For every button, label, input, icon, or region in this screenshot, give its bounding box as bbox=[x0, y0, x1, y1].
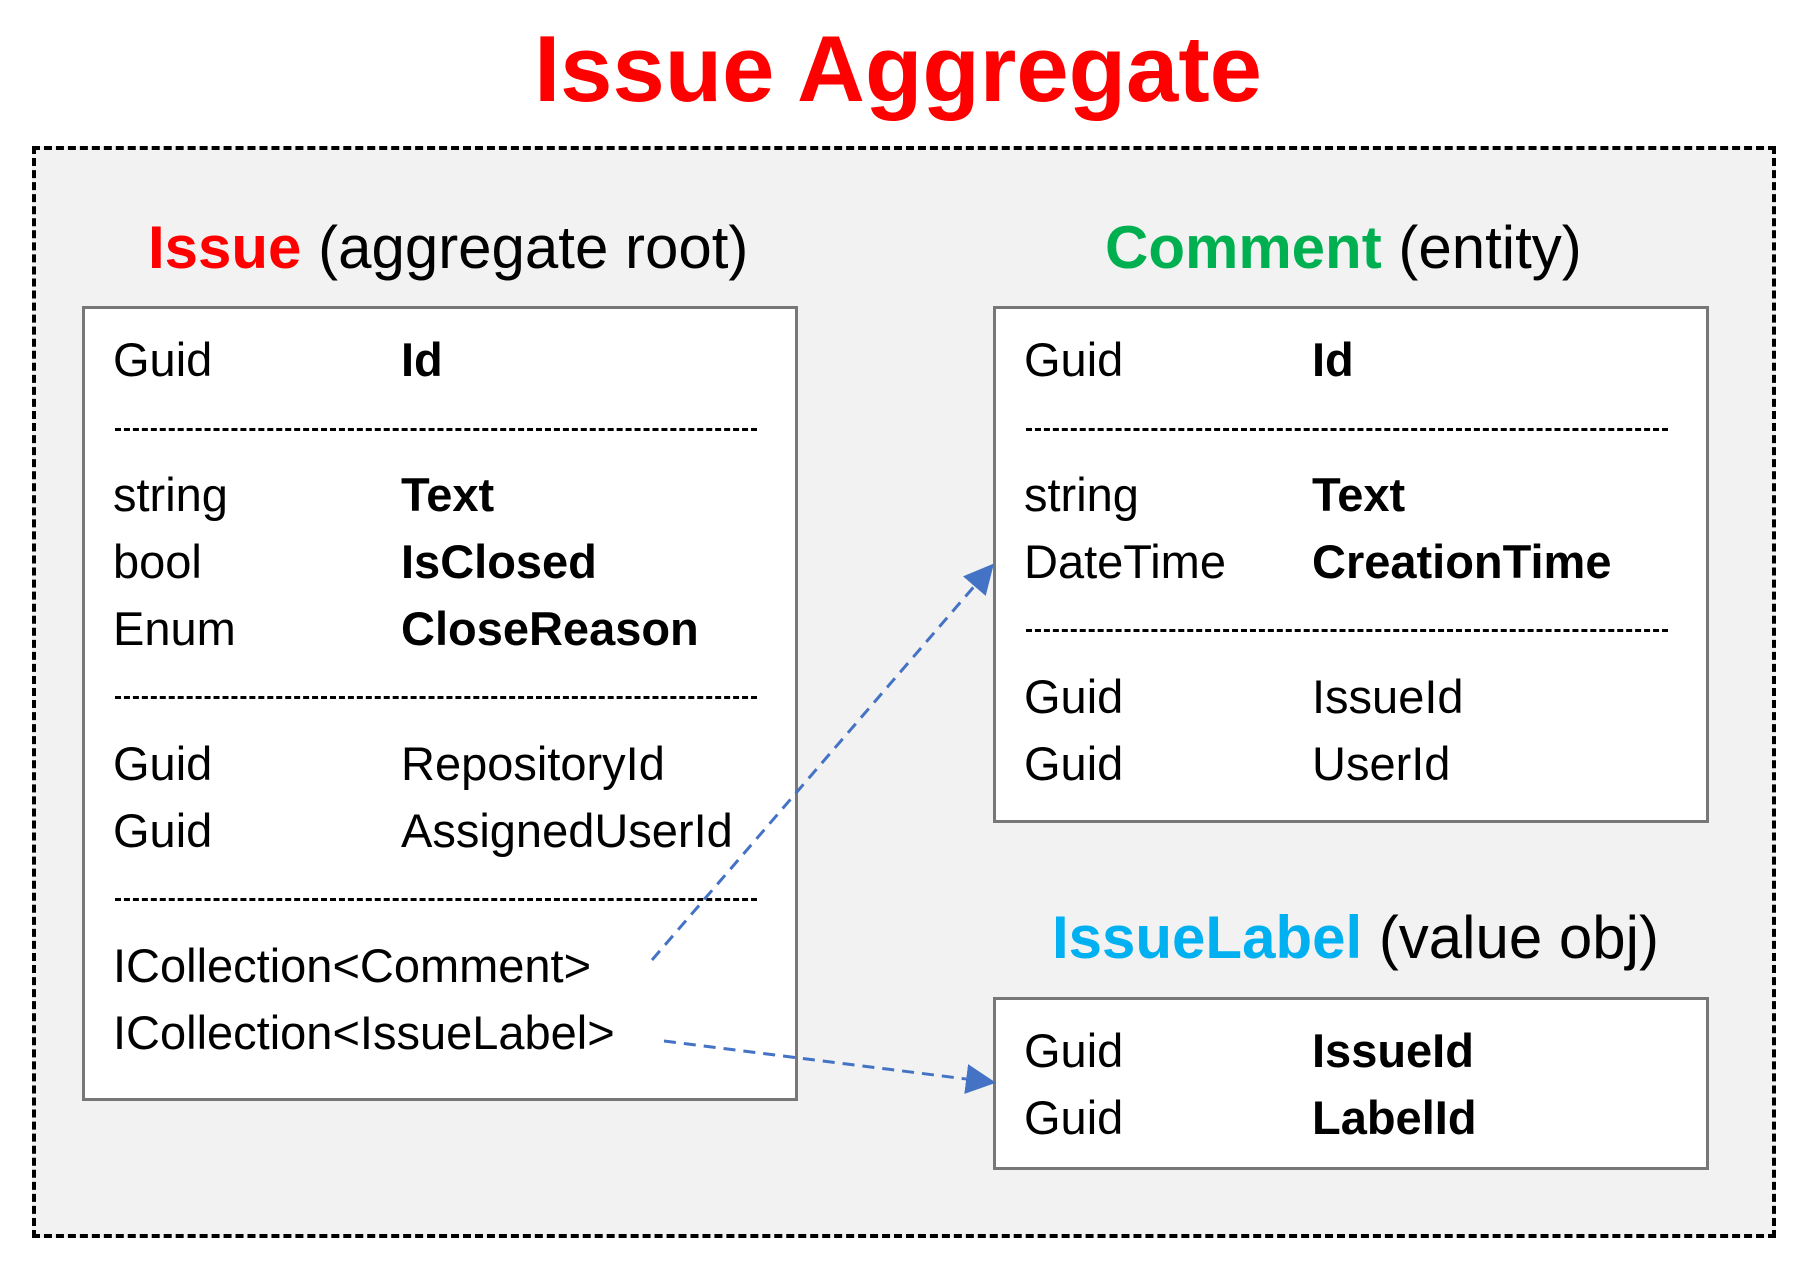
field-name: IsClosed bbox=[401, 535, 597, 588]
label-box: Guid IssueId Guid LabelId bbox=[993, 997, 1709, 1170]
label-field-row: Guid IssueId bbox=[996, 1021, 1706, 1081]
separator bbox=[1026, 428, 1668, 431]
field-type: DateTime bbox=[1024, 535, 1226, 588]
arrow-issue-to-comment bbox=[650, 563, 994, 961]
field-type: Guid bbox=[1024, 670, 1124, 723]
issue-ref-row: Guid RepositoryId bbox=[85, 734, 795, 794]
issue-collection-row: ICollection<IssueLabel> bbox=[85, 1003, 795, 1063]
field-name: Text bbox=[401, 468, 495, 521]
field-type: Guid bbox=[113, 804, 213, 857]
issue-field-row: Enum CloseReason bbox=[85, 599, 795, 659]
field-type: Guid bbox=[1024, 1024, 1124, 1077]
field-name: AssignedUserId bbox=[401, 804, 733, 857]
comment-field-row: DateTime CreationTime bbox=[996, 532, 1706, 592]
field-type: Guid bbox=[113, 333, 213, 386]
field-name: RepositoryId bbox=[401, 737, 665, 790]
comment-field-row: string Text bbox=[996, 465, 1706, 525]
field-type: Guid bbox=[1024, 737, 1124, 790]
collection-labels: ICollection<IssueLabel> bbox=[113, 1006, 615, 1059]
field-type: bool bbox=[113, 535, 202, 588]
label-field-row: Guid LabelId bbox=[996, 1088, 1706, 1148]
page-title: Issue Aggregate bbox=[534, 16, 1262, 121]
issue-field-row: string Text bbox=[85, 465, 795, 525]
label-name: IssueLabel bbox=[1052, 904, 1363, 971]
label-heading: IssueLabel (value obj) bbox=[1052, 903, 1659, 973]
issue-box: Guid Id string Text bool IsClosed Enum C… bbox=[82, 306, 798, 1101]
arrow-issue-to-label bbox=[663, 1039, 996, 1094]
issue-collection-row: ICollection<Comment> bbox=[85, 936, 795, 996]
issue-field-row: bool IsClosed bbox=[85, 532, 795, 592]
field-type: string bbox=[113, 468, 228, 521]
collection-comments: ICollection<Comment> bbox=[113, 939, 592, 992]
separator bbox=[115, 696, 757, 699]
issue-ref-row: Guid AssignedUserId bbox=[85, 801, 795, 861]
field-type: Enum bbox=[113, 602, 236, 655]
field-name: Id bbox=[1312, 333, 1354, 386]
field-name: CloseReason bbox=[401, 602, 699, 655]
issue-name: Issue bbox=[148, 214, 302, 281]
field-type: Guid bbox=[1024, 1091, 1124, 1144]
label-kind: (value obj) bbox=[1378, 904, 1659, 971]
issue-heading: Issue (aggregate root) bbox=[148, 213, 748, 283]
field-name: Id bbox=[401, 333, 443, 386]
issue-id-row: Guid Id bbox=[85, 330, 795, 390]
field-name: IssueId bbox=[1312, 670, 1464, 723]
comment-box: Guid Id string Text DateTime CreationTim… bbox=[993, 306, 1709, 823]
field-name: Text bbox=[1312, 468, 1406, 521]
comment-ref-row: Guid UserId bbox=[996, 734, 1706, 794]
field-name: IssueId bbox=[1312, 1024, 1474, 1077]
field-name: LabelId bbox=[1312, 1091, 1477, 1144]
separator bbox=[115, 428, 757, 431]
comment-kind: (entity) bbox=[1398, 214, 1582, 281]
field-name: CreationTime bbox=[1312, 535, 1612, 588]
comment-name: Comment bbox=[1105, 214, 1382, 281]
field-type: string bbox=[1024, 468, 1139, 521]
field-type: Guid bbox=[113, 737, 213, 790]
comment-heading: Comment (entity) bbox=[1105, 213, 1582, 283]
comment-id-row: Guid Id bbox=[996, 330, 1706, 390]
separator bbox=[1026, 629, 1668, 632]
field-type: Guid bbox=[1024, 333, 1124, 386]
separator bbox=[115, 898, 757, 901]
field-name: UserId bbox=[1312, 737, 1451, 790]
comment-ref-row: Guid IssueId bbox=[996, 667, 1706, 727]
issue-kind: (aggregate root) bbox=[318, 214, 749, 281]
